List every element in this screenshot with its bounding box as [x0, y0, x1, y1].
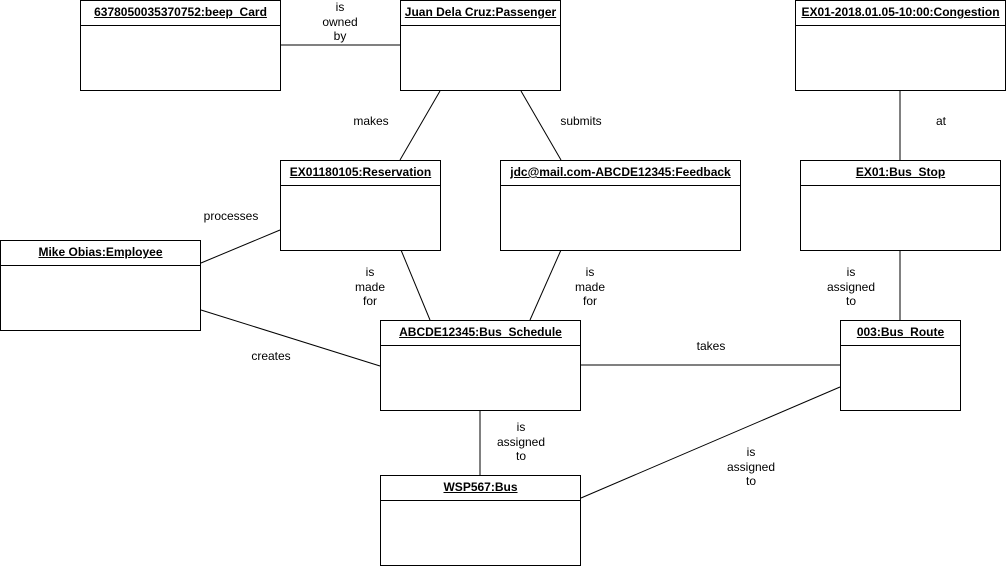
beep-card-name: 6378050035370752:beep_Card — [81, 1, 280, 26]
feedback-name: jdc@mail.com-ABCDE12345:Feedback — [501, 161, 740, 186]
label-processes: processes — [204, 209, 259, 224]
reservation-name: EX01180105:Reservation — [281, 161, 440, 186]
employee-name: Mike Obias:Employee — [1, 241, 200, 266]
employee-object[interactable]: Mike Obias:Employee — [0, 240, 201, 331]
link-passenger-feedback — [520, 90, 562, 161]
label-word: creates — [251, 349, 291, 363]
label-word: for — [582, 294, 597, 308]
congestion-object[interactable]: EX01-2018.01.05-10:00:Congestion — [795, 0, 1006, 91]
label-word: owned — [322, 14, 358, 29]
bus-stop-name: EX01:Bus_Stop — [801, 161, 1000, 186]
label-word: makes — [353, 114, 389, 128]
bus-object[interactable]: WSP567:Bus — [380, 475, 581, 566]
label-takes: takes — [697, 339, 726, 354]
label-word: takes — [696, 339, 726, 353]
label-submits: submits — [560, 114, 601, 129]
label-word: made — [574, 279, 606, 294]
bus-schedule-name: ABCDE12345:Bus_Schedule — [381, 321, 580, 346]
label-word: is — [585, 265, 595, 279]
label-word: assigned — [496, 434, 546, 449]
label-word: is — [335, 0, 345, 14]
bus-stop-object[interactable]: EX01:Bus_Stop — [800, 160, 1001, 251]
label-word: is — [846, 265, 856, 279]
label-word: to — [515, 449, 527, 463]
label-stop-is-assigned-to: is assigned to — [827, 265, 875, 309]
label-word: made — [354, 279, 386, 294]
link-passenger-reservation — [399, 90, 441, 161]
passenger-name: Juan Dela Cruz:Passenger — [401, 1, 560, 26]
bus-route-object[interactable]: 003:Bus_Route — [840, 320, 961, 411]
congestion-name: EX01-2018.01.05-10:00:Congestion — [796, 1, 1005, 26]
label-word: assigned — [826, 279, 876, 294]
link-employee-schedule — [200, 309, 381, 367]
label-word: for — [362, 294, 377, 308]
label-feedback-is-made-for: is made for — [575, 265, 605, 309]
bus-name: WSP567:Bus — [381, 476, 580, 501]
passenger-object[interactable]: Juan Dela Cruz:Passenger — [400, 0, 561, 91]
label-word: to — [845, 294, 857, 308]
bus-route-name: 003:Bus_Route — [841, 321, 960, 346]
label-word: is — [516, 420, 526, 434]
label-creates: creates — [251, 349, 290, 364]
feedback-object[interactable]: jdc@mail.com-ABCDE12345:Feedback — [500, 160, 741, 251]
label-bus-is-assigned-to-schedule: is assigned to — [497, 420, 545, 464]
label-word: by — [333, 29, 347, 43]
beep-card-object[interactable]: 6378050035370752:beep_Card — [80, 0, 281, 91]
label-makes: makes — [353, 114, 388, 129]
link-reservation-schedule — [400, 249, 431, 321]
label-at: at — [936, 114, 946, 129]
bus-schedule-object[interactable]: ABCDE12345:Bus_Schedule — [380, 320, 581, 411]
reservation-object[interactable]: EX01180105:Reservation — [280, 160, 441, 251]
label-word: submits — [560, 114, 602, 128]
link-employee-reservation — [200, 229, 281, 264]
label-word: to — [745, 474, 757, 488]
label-word: is — [746, 445, 756, 459]
label-bus-is-assigned-to-route: is assigned to — [727, 445, 775, 489]
label-reservation-is-made-for: is made for — [355, 265, 385, 309]
label-word: processes — [203, 209, 259, 223]
label-word: at — [935, 114, 947, 128]
label-word: is — [365, 265, 375, 279]
link-route-bus — [580, 386, 841, 499]
label-is-owned-by: is owned by — [322, 0, 357, 44]
link-feedback-schedule — [529, 249, 562, 321]
label-word: assigned — [726, 459, 776, 474]
